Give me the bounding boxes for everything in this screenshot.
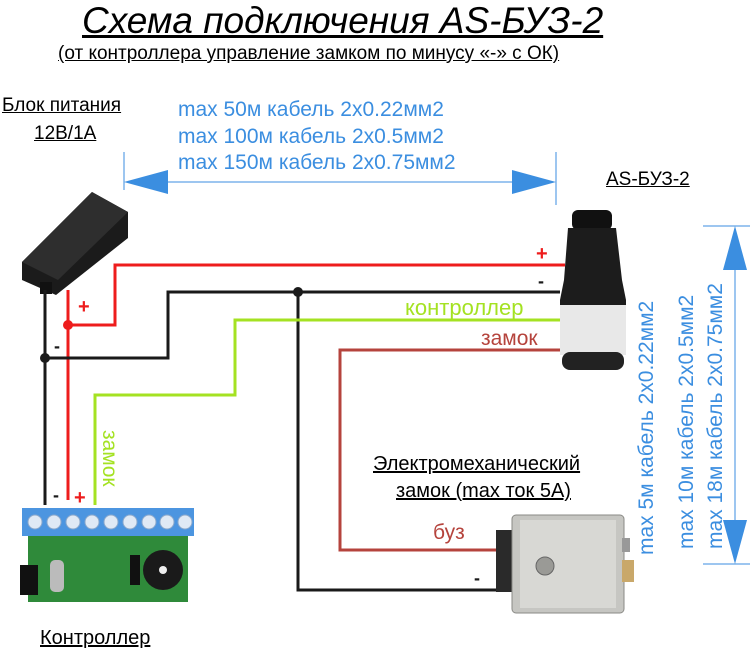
wire-red-plus-to-device bbox=[68, 263, 565, 327]
cable-limit-horizontal: max 100м кабель 2x0.5мм2 bbox=[178, 125, 444, 148]
junction-dot bbox=[40, 353, 50, 363]
controller-plus-label: + bbox=[74, 487, 86, 509]
wire-green-controller bbox=[93, 318, 560, 505]
controller-minus-label: - bbox=[53, 485, 59, 505]
cable-limit-vertical: max 18м кабель 2x0.75мм2 bbox=[704, 283, 727, 549]
wire-black-minus-to-device bbox=[45, 290, 560, 360]
junction-dot bbox=[63, 320, 73, 330]
cable-limit-vertical: max 5м кабель 2x0.22мм2 bbox=[635, 300, 658, 555]
wire-label-lock-minus: - bbox=[474, 568, 480, 588]
psu-minus-label: - bbox=[54, 336, 60, 356]
cable-limit-horizontal: max 50м кабель 2x0.22мм2 bbox=[178, 98, 444, 121]
power-supply-rating: 12В/1А bbox=[34, 123, 97, 144]
psu-plus-label: + bbox=[78, 296, 90, 318]
wire-black-minus-to-lock bbox=[296, 292, 510, 592]
lock-current-label: замок (max ток 5А) bbox=[396, 480, 571, 502]
wire-label-minus: - bbox=[538, 271, 544, 291]
cable-limit-vertical: max 10м кабель 2x0.5мм2 bbox=[675, 294, 698, 549]
horizontal-dimension-arrow bbox=[123, 152, 557, 205]
page-subtitle: (от контроллера управление замком по мин… bbox=[58, 43, 560, 64]
controller-label: Контроллер bbox=[40, 627, 151, 649]
as-buz-2-device-image bbox=[560, 210, 626, 370]
electromechanical-lock-image bbox=[496, 514, 634, 614]
wire-label-lock: замок bbox=[481, 327, 538, 350]
cable-limit-horizontal: max 150м кабель 2x0.75мм2 bbox=[178, 151, 456, 174]
device-label: AS-БУЗ-2 bbox=[606, 169, 690, 190]
controller-board-image bbox=[20, 508, 194, 602]
lock-label: Электромеханический bbox=[373, 453, 581, 475]
page-title: Схема подключения AS-БУЗ-2 bbox=[82, 0, 604, 41]
wire-label-plus: + bbox=[536, 243, 548, 265]
vertical-dimension-arrow bbox=[703, 225, 750, 565]
wire-label-buz: буз bbox=[433, 521, 465, 544]
power-supply-image bbox=[22, 192, 128, 295]
wire-brown-lock bbox=[338, 348, 560, 552]
junction-dot bbox=[293, 287, 303, 297]
power-supply-label: Блок питания bbox=[2, 95, 122, 116]
wire-label-controller: контроллер bbox=[405, 295, 524, 320]
controller-lock-wire-label: замок bbox=[98, 430, 121, 487]
